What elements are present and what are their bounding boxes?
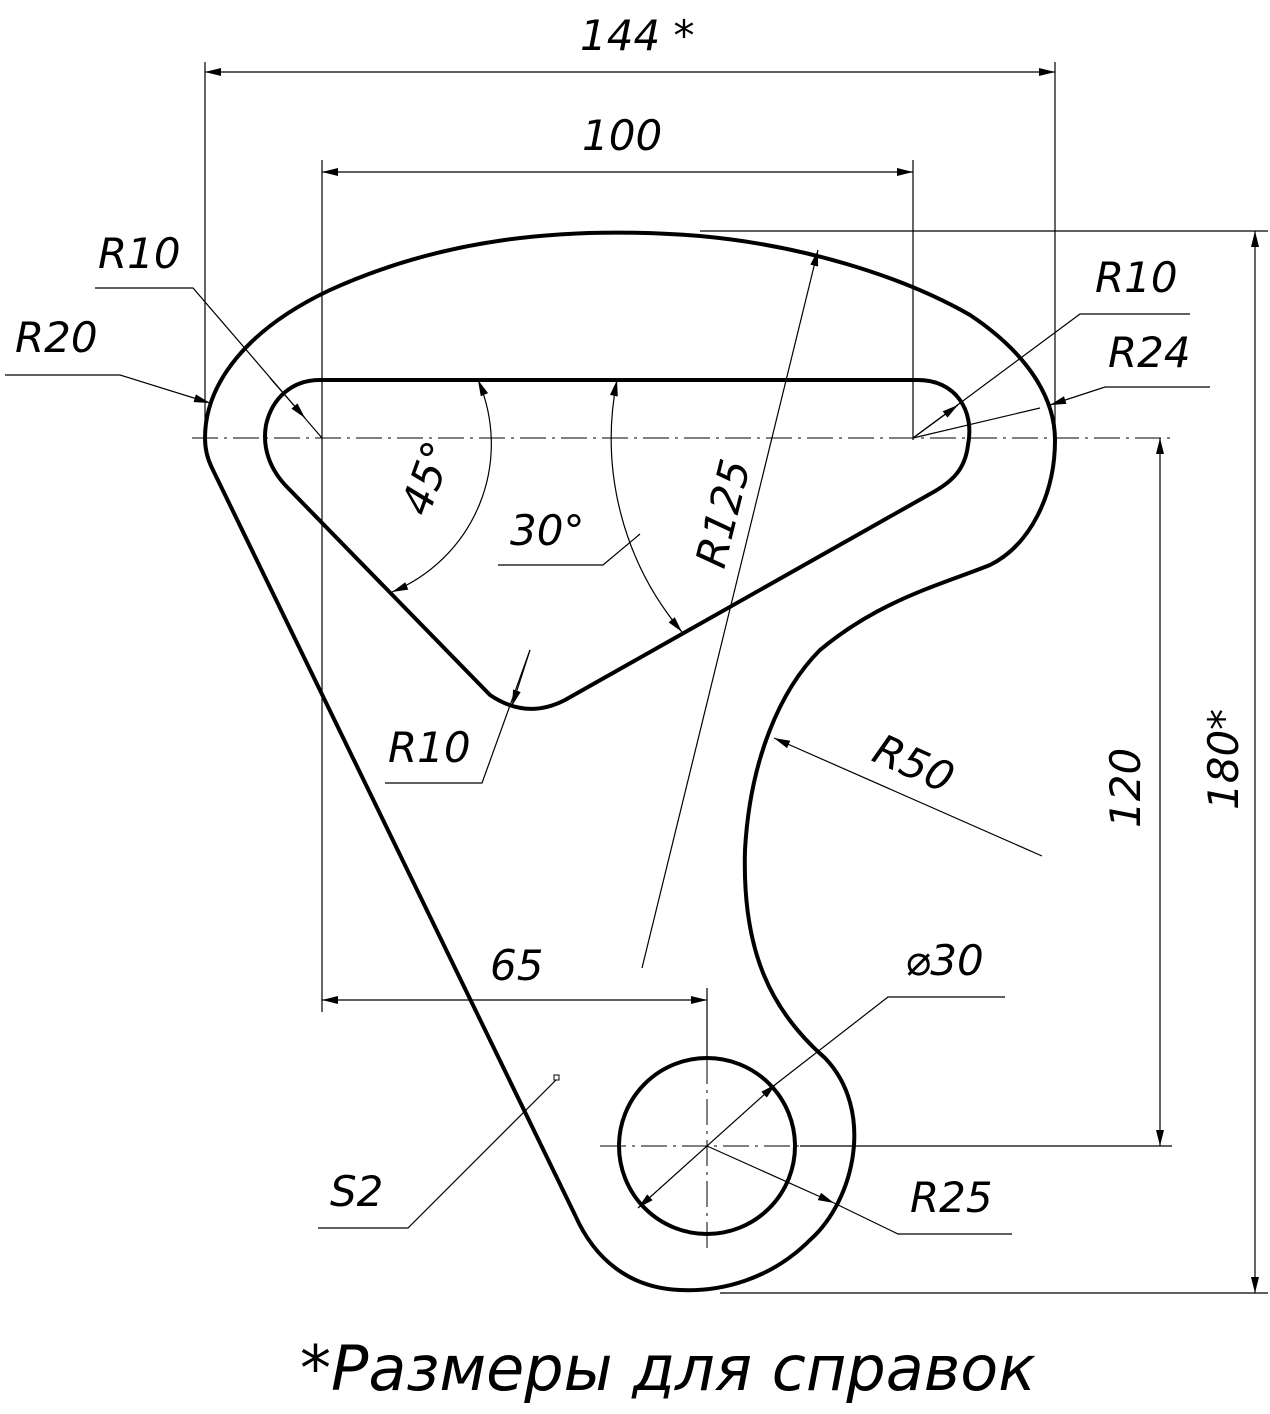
dim-text-65: 65 [490, 941, 543, 990]
leader-d30 [775, 996, 1005, 1085]
dim-text-144: 144 * [580, 11, 695, 60]
dim-text-45: 45° [391, 435, 463, 522]
arrow-r10-bottom [511, 649, 531, 707]
dim-text-100: 100 [582, 111, 662, 160]
arrow-r10-right [912, 404, 959, 439]
dim-text-d30: ⌀30 [905, 936, 984, 985]
extension-lines [204, 62, 1268, 1294]
angle-arc-45 [391, 379, 492, 593]
dim-text-r24: R24 [1108, 328, 1191, 377]
leader-r24 [1049, 386, 1210, 406]
line-r24-center [912, 407, 1041, 439]
leader-r10-right [912, 313, 1190, 439]
dim-text-r125: R125 [686, 454, 760, 572]
leader-s2 [318, 1079, 557, 1229]
dim-line-r25 [706, 1145, 835, 1204]
dim-text-r25: R25 [910, 1173, 993, 1222]
dim-text-180: 180* [1199, 709, 1248, 810]
thickness-marker [553, 1074, 560, 1081]
leader-r25 [833, 1202, 1012, 1235]
dim-text-r10-bottom: R10 [388, 723, 471, 772]
dim-text-r10-right: R10 [1095, 253, 1178, 302]
dim-text-s2: S2 [330, 1167, 383, 1216]
inner-window [263, 378, 972, 711]
dim-line-r50 [773, 737, 1043, 857]
dim-line-r125 [641, 249, 819, 969]
angle-arc-30 [609, 379, 683, 633]
leader-r20 [5, 374, 211, 404]
dim-text-120: 120 [1101, 748, 1150, 828]
dim-text-r10-left: R10 [98, 229, 181, 278]
dim-text-30: 30° [510, 506, 584, 555]
reference-note: *Размеры для справок [300, 1332, 1036, 1405]
dim-text-r20: R20 [15, 313, 98, 362]
leader-30 [498, 533, 641, 566]
part-outer-contour [203, 230, 1057, 1293]
arrow-r10-left [269, 377, 306, 419]
dim-text-r50: R50 [866, 724, 961, 802]
